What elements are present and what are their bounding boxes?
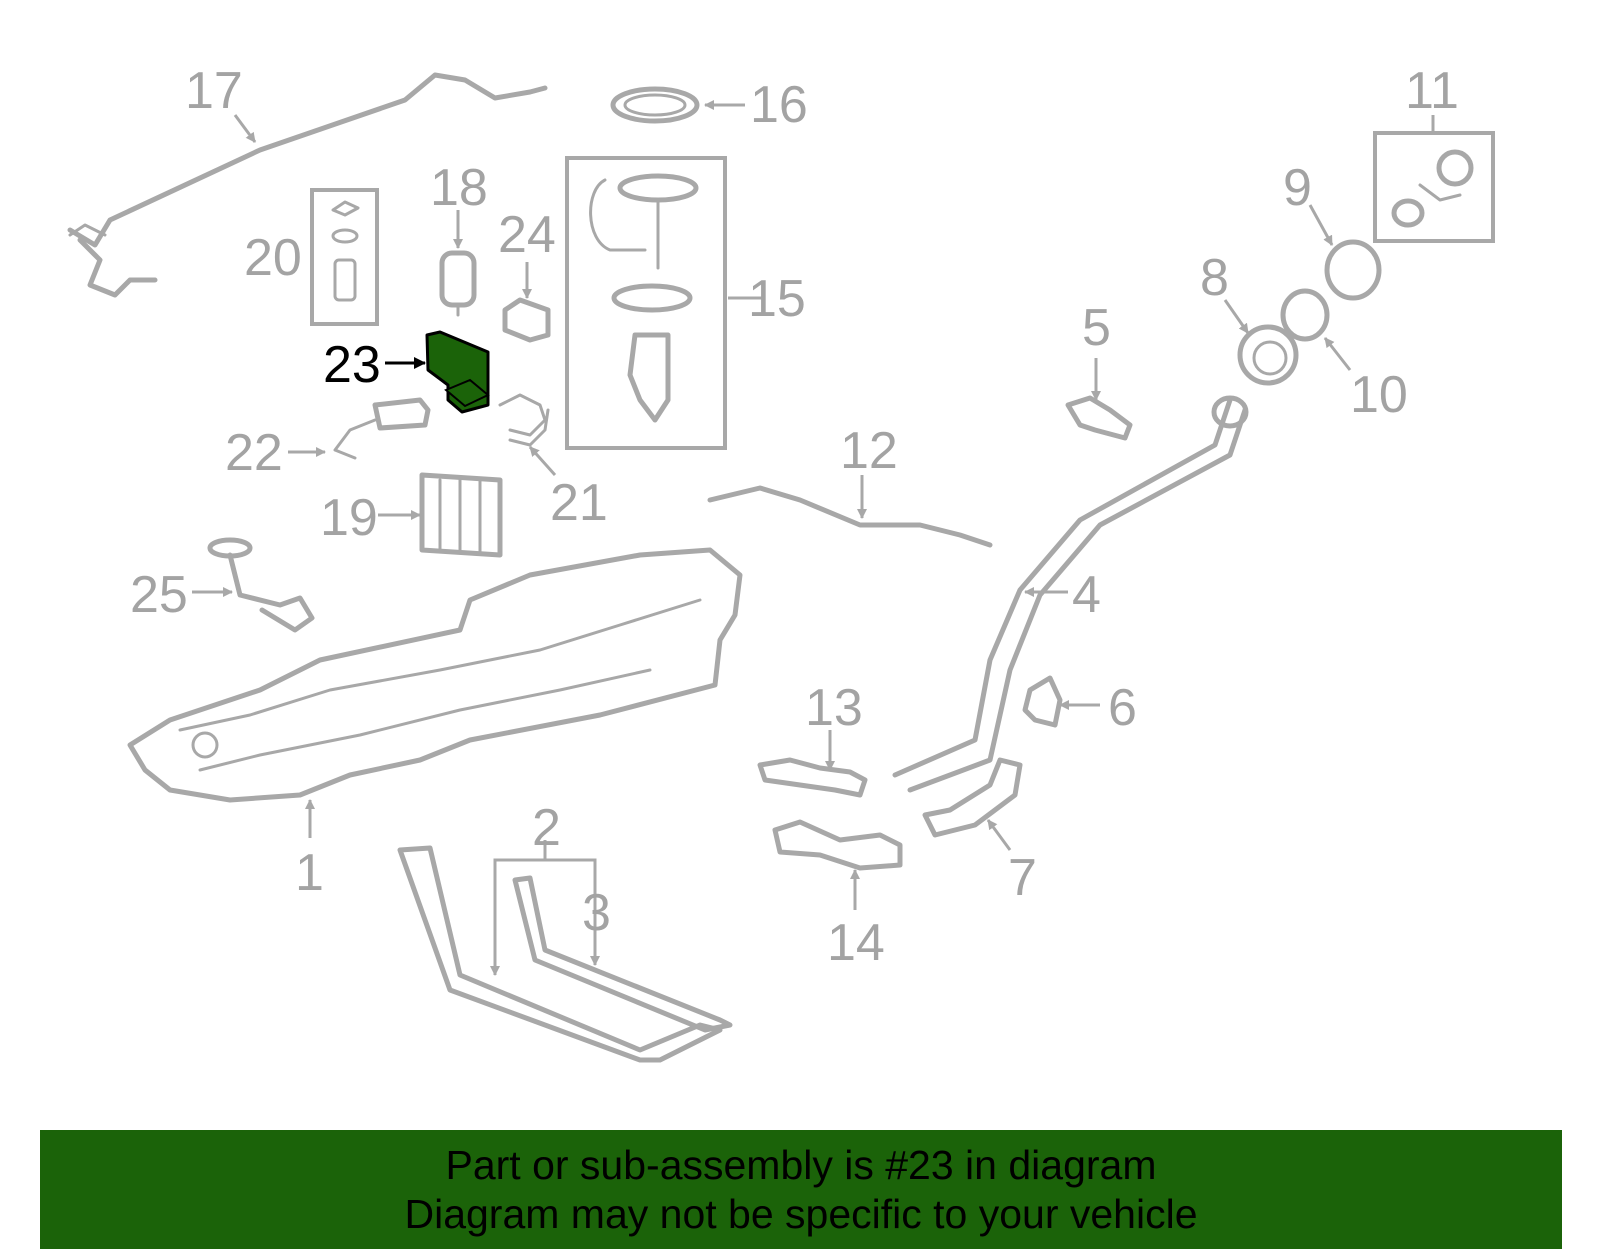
part-18-fuel-pump[interactable] [439, 250, 477, 317]
callout-18: 18 [430, 159, 488, 217]
callout-3: 3 [582, 884, 611, 942]
part-20-kit[interactable] [310, 188, 379, 326]
callout-25: 25 [130, 566, 188, 624]
part-9-ring[interactable] [1324, 239, 1382, 301]
callout-labels: 1 2 3 4 5 6 7 8 9 10 11 12 13 14 15 16 1… [130, 62, 1459, 972]
parts-diagram: 1 2 3 4 5 6 7 8 9 10 11 12 13 14 15 16 1… [67, 62, 1495, 1063]
banner-disclaimer-line: Diagram may not be specific to your vehi… [404, 1191, 1198, 1237]
part-1-fuel-tank[interactable] [127, 547, 743, 803]
callout-24: 24 [498, 206, 556, 264]
callout-23: 23 [323, 336, 381, 394]
part-5-bracket[interactable] [1065, 395, 1133, 441]
part-19-strainer[interactable] [419, 472, 503, 558]
callout-4: 4 [1072, 566, 1101, 624]
part-10-o-ring[interactable] [1280, 288, 1330, 342]
callout-19: 19 [320, 489, 378, 547]
part-6-clip[interactable] [1022, 675, 1063, 728]
part-4-filler-pipe[interactable] [892, 395, 1249, 793]
part-21-harness[interactable] [498, 393, 550, 447]
part-info-banner: Part or sub-assembly is #23 in diagram D… [40, 1130, 1562, 1249]
callout-6: 6 [1108, 679, 1137, 737]
part-22-sensor[interactable] [333, 397, 431, 460]
callout-12: 12 [840, 422, 898, 480]
part-14-hose[interactable] [772, 819, 903, 871]
callout-11: 11 [1405, 62, 1459, 120]
part-17-vapor-line[interactable] [67, 72, 548, 298]
part-8-seal[interactable] [1237, 324, 1299, 386]
part-25-sender[interactable] [207, 537, 315, 633]
callout-5: 5 [1082, 299, 1111, 357]
part-16-gasket[interactable] [610, 86, 700, 124]
callout-21: 21 [550, 474, 608, 532]
callout-13: 13 [805, 679, 863, 737]
callout-16: 16 [750, 76, 808, 134]
callout-14: 14 [827, 914, 885, 972]
part-7-hose[interactable] [922, 757, 1023, 838]
callout-9: 9 [1283, 159, 1312, 217]
callout-22: 22 [225, 424, 283, 482]
part-3-tank-strap[interactable] [512, 875, 733, 1033]
banner-part-line: Part or sub-assembly is #23 in diagram [445, 1142, 1157, 1188]
callout-20: 20 [244, 229, 302, 287]
callout-1: 1 [295, 844, 324, 902]
callout-17: 17 [185, 62, 243, 120]
callout-10: 10 [1350, 366, 1408, 424]
part-11-filler-cap[interactable] [1373, 131, 1495, 243]
callout-2: 2 [532, 799, 561, 857]
callout-7: 7 [1008, 849, 1037, 907]
part-13-hose[interactable] [757, 757, 868, 798]
part-23-highlighted[interactable] [425, 330, 490, 414]
part-24-connector[interactable] [502, 297, 551, 343]
callout-8: 8 [1200, 249, 1229, 307]
part-12-vent-hose[interactable] [707, 485, 993, 548]
part-15-pump-module[interactable] [565, 156, 727, 450]
callout-15: 15 [748, 270, 806, 328]
